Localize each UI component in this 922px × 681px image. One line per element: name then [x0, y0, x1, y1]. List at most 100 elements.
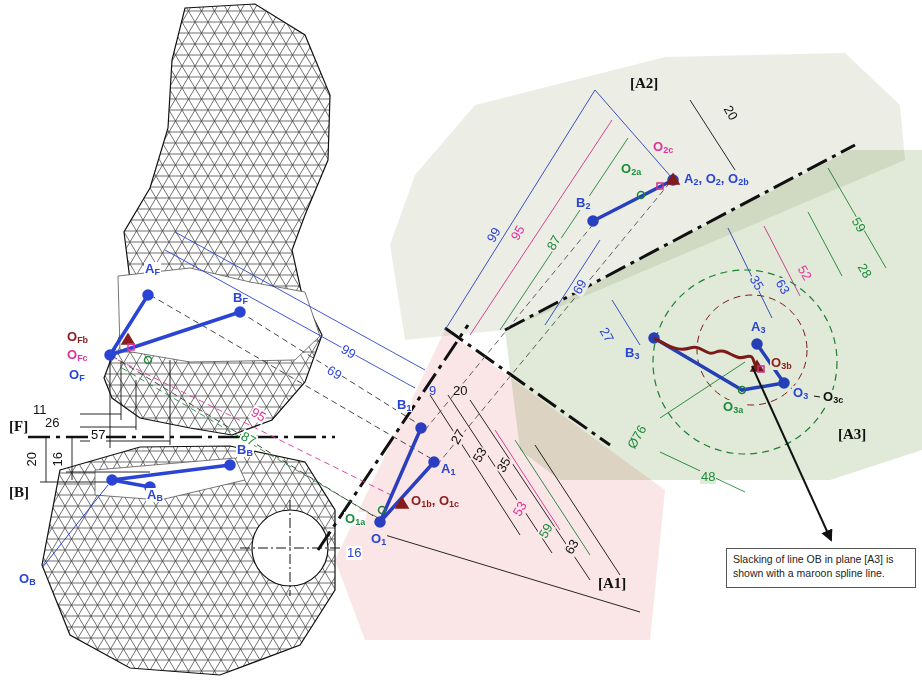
- subscript: Fc: [77, 353, 88, 363]
- dimension-lines: [112, 356, 380, 520]
- subscript: F: [79, 373, 85, 383]
- subscript: 1: [381, 537, 386, 547]
- attachment-markers: [122, 334, 134, 344]
- plane-label: [A2]: [630, 75, 658, 92]
- subscript: 3b: [781, 361, 792, 371]
- subscript: 3: [760, 325, 765, 335]
- point-label: A2, O2, O2b: [683, 172, 750, 186]
- view-label: [B]: [8, 484, 30, 501]
- point-label: OF: [68, 368, 86, 382]
- point-label: BF: [232, 291, 249, 305]
- subscript: F: [154, 267, 160, 277]
- pelvis-front-view: [118, 268, 320, 362]
- subscript: B: [156, 493, 163, 503]
- point-label: O3: [792, 386, 809, 400]
- pelvis-bottom-view: [42, 446, 340, 675]
- dimension-lines: [118, 360, 395, 497]
- dimension-lines: [80, 414, 121, 415]
- subscript: 1: [406, 403, 411, 413]
- dimension-lines: [66, 472, 150, 473]
- subscript: 2: [585, 201, 590, 211]
- linkage: [106, 351, 114, 359]
- point-label: OFc: [66, 348, 89, 362]
- subscript: B: [29, 577, 36, 587]
- point-label: O3c: [822, 390, 844, 404]
- dimension-lines: [80, 427, 136, 428]
- subscript: 2: [693, 177, 698, 187]
- dimension-number: 26: [44, 416, 60, 430]
- dimension-lines: [240, 312, 420, 425]
- subscript: 1: [450, 467, 455, 477]
- subscript: 2: [716, 177, 721, 187]
- attachment-markers: [128, 344, 134, 350]
- plane-region: [A3]: [500, 150, 922, 485]
- dimension-lines: [46, 437, 47, 482]
- point-label: O2a: [620, 162, 642, 176]
- point-label: OB: [18, 572, 37, 586]
- point-label: AF: [144, 262, 161, 276]
- linkage: [108, 476, 116, 484]
- dimension-number: 20: [25, 451, 39, 467]
- point-label: O2c: [652, 140, 674, 154]
- point-label: B2: [575, 196, 591, 210]
- plane-label: [A1]: [598, 575, 626, 592]
- dimension-lines: [110, 360, 111, 448]
- linkage: [112, 465, 230, 480]
- point-label: A3: [750, 320, 766, 334]
- point-label: OFb: [66, 330, 89, 344]
- point-label: O1b, O1c: [410, 494, 460, 508]
- dimension-number: 16: [346, 546, 362, 560]
- dimension-number: 99: [338, 342, 359, 363]
- subscript: 1a: [355, 517, 365, 527]
- dimension-number: 48: [700, 470, 716, 484]
- subscript: F: [242, 296, 248, 306]
- linkage: [144, 291, 152, 299]
- point-label: AB: [146, 488, 164, 502]
- linkage: [226, 461, 234, 469]
- pelvis-bottom-view: [95, 458, 245, 500]
- subscript: B: [246, 448, 253, 458]
- subscript: Fb: [77, 335, 88, 345]
- point-label: B3: [624, 346, 640, 360]
- point-label: O1: [370, 532, 387, 546]
- pelvis-front-view: [104, 4, 330, 435]
- view-label: [F]: [8, 418, 29, 435]
- leader-lines: [42, 485, 108, 568]
- point-label: O1a: [344, 512, 366, 526]
- subscript: 3: [634, 351, 639, 361]
- section-lines: [28, 436, 335, 439]
- point-label: B1: [396, 398, 412, 412]
- linkage: [236, 308, 244, 316]
- dimension-lines: [40, 482, 112, 483]
- subscript: 2a: [631, 167, 641, 177]
- region-fill: [505, 150, 922, 480]
- pelvis-bottom-view: [290, 500, 291, 596]
- subscript: 3c: [833, 395, 843, 405]
- plane-label: [A3]: [838, 426, 866, 443]
- callout-box: Slacking of line OB in plane [A3] is sho…: [726, 548, 916, 588]
- linkage: [112, 480, 150, 487]
- linkage: [110, 312, 240, 355]
- point-label: A1: [440, 462, 456, 476]
- point-label: O3b: [770, 356, 793, 370]
- dimension-lines: [121, 362, 122, 420]
- dimension-lines: [150, 295, 430, 458]
- subscript: 2b: [738, 177, 749, 187]
- pelvis-front-view: [104, 4, 330, 435]
- dimension-lines: [122, 368, 378, 518]
- dimension-lines: [170, 360, 171, 445]
- dimension-lines: [136, 380, 137, 430]
- dimension-number: 57: [90, 428, 106, 442]
- pelvis-bottom-view: [42, 446, 335, 675]
- subscript: 1c: [449, 499, 459, 509]
- dimension-lines: [165, 250, 415, 388]
- point-label: O3a: [722, 400, 744, 414]
- dimension-number: 20: [452, 384, 468, 398]
- dimension-number: 16: [51, 451, 65, 467]
- pelvis-bottom-view: [240, 548, 340, 549]
- dimension-number: 9: [428, 384, 437, 398]
- subscript: 2c: [663, 145, 673, 155]
- dimension-lines: [72, 437, 73, 480]
- subscript: 3: [803, 391, 808, 401]
